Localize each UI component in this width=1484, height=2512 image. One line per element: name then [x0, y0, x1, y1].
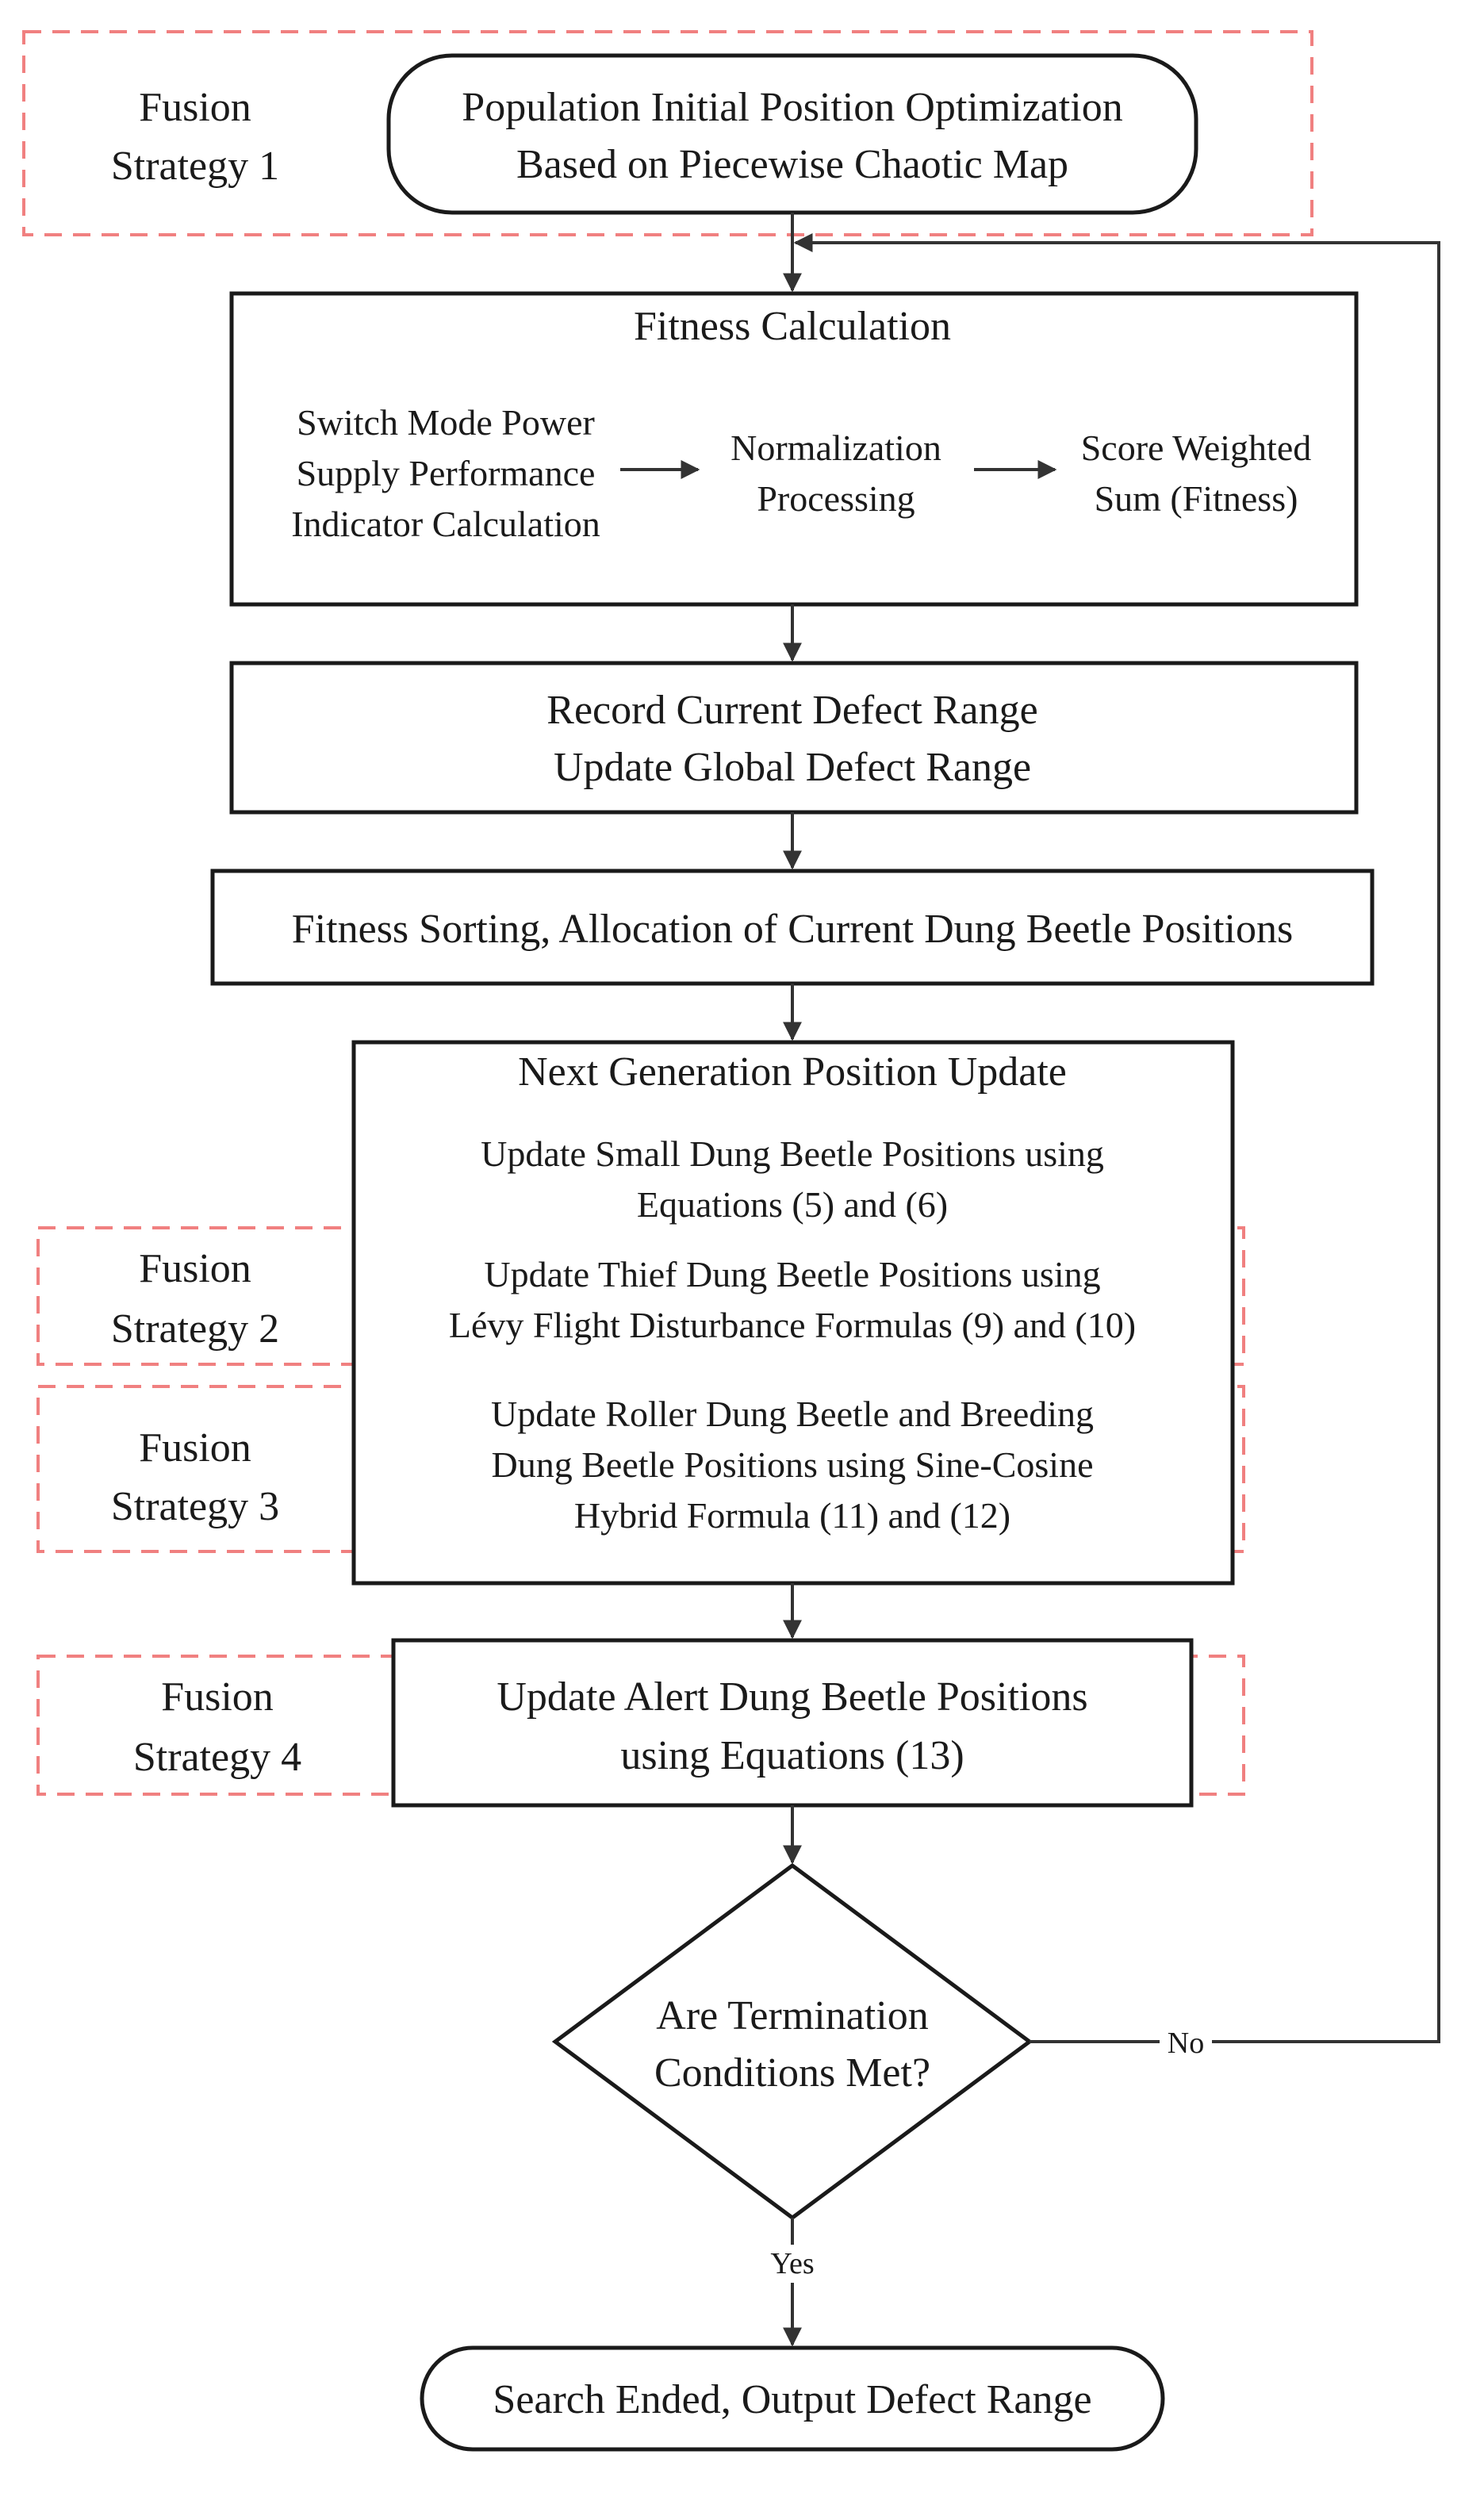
svg-text:Fitness Sorting, Allocation of: Fitness Sorting, Allocation of Current D…: [292, 907, 1293, 952]
next-generation-title: Next Generation Position Update: [518, 1049, 1067, 1095]
fusion-strategy-1-label: Fusion Strategy 1: [111, 85, 279, 189]
svg-text:Update Small Dung Beetle Posit: Update Small Dung Beetle Positions using: [481, 1133, 1104, 1174]
svg-text:Sum (Fitness): Sum (Fitness): [1095, 478, 1298, 519]
svg-text:Strategy 2: Strategy 2: [111, 1306, 279, 1352]
svg-text:Score Weighted: Score Weighted: [1081, 428, 1312, 468]
svg-text:Update Roller Dung Beetle and: Update Roller Dung Beetle and Breeding: [491, 1394, 1094, 1434]
svg-text:Processing: Processing: [757, 478, 915, 519]
end-node: Search Ended, Output Defect Range: [420, 2345, 1165, 2452]
svg-text:Population Initial Position Op: Population Initial Position Optimization: [462, 85, 1122, 130]
svg-text:Fusion: Fusion: [139, 1425, 251, 1471]
svg-text:Lévy Flight Disturbance Formul: Lévy Flight Disturbance Formulas (9) and…: [449, 1305, 1136, 1345]
svg-text:Are Termination: Are Termination: [656, 1993, 928, 2038]
fusion-strategy-4-label: Fusion Strategy 4: [133, 1674, 301, 1780]
svg-text:Strategy 1: Strategy 1: [111, 144, 279, 189]
svg-text:Update Alert Dung Beetle Posit: Update Alert Dung Beetle Positions: [497, 1674, 1087, 1720]
svg-text:Based on Piecewise Chaotic Map: Based on Piecewise Chaotic Map: [516, 142, 1068, 187]
svg-text:Equations (5) and (6): Equations (5) and (6): [637, 1184, 948, 1225]
svg-text:using Equations (13): using Equations (13): [620, 1733, 964, 1778]
svg-text:Fusion: Fusion: [139, 85, 251, 130]
fitness-calculation-title: Fitness Calculation: [634, 304, 951, 349]
svg-text:Hybrid Formula (11) and (12): Hybrid Formula (11) and (12): [574, 1495, 1010, 1536]
svg-text:Switch Mode Power: Switch Mode Power: [297, 402, 595, 443]
fusion-strategy-2-label: Fusion Strategy 2: [111, 1246, 279, 1352]
svg-text:Update Thief Dung Beetle Posit: Update Thief Dung Beetle Positions using: [484, 1254, 1100, 1294]
svg-text:Normalization: Normalization: [730, 428, 941, 468]
svg-text:Fusion: Fusion: [161, 1674, 274, 1720]
edge-label-yes: Yes: [770, 2247, 814, 2280]
start-node: Population Initial Position Optimization…: [386, 53, 1198, 215]
fusion-strategy-1-frame: [22, 30, 1313, 236]
svg-text:Update Global Defect Range: Update Global Defect Range: [554, 745, 1031, 790]
svg-text:Supply Performance: Supply Performance: [297, 453, 596, 493]
fitness-calculation-box: Fitness Calculation Switch Mode Power Su…: [229, 291, 1359, 607]
svg-text:Strategy 3: Strategy 3: [111, 1484, 279, 1529]
yes-label-background: [761, 2245, 823, 2283]
svg-text:Record Current Defect Range: Record Current Defect Range: [546, 688, 1037, 733]
next-generation-update-box: Next Generation Position Update Update S…: [351, 1040, 1235, 1586]
svg-text:Strategy 4: Strategy 4: [133, 1735, 301, 1780]
arrow-decision-no-loop: [793, 233, 1440, 2043]
record-defect-range-box: Record Current Defect Range Update Globa…: [229, 661, 1359, 815]
svg-text:Search Ended, Output Defect Ra: Search Ended, Output Defect Range: [493, 2377, 1091, 2422]
svg-text:Indicator Calculation: Indicator Calculation: [291, 504, 600, 544]
svg-text:Dung Beetle Positions using Si: Dung Beetle Positions using Sine-Cosine: [492, 1444, 1094, 1485]
no-label-background: [1160, 2024, 1212, 2059]
svg-text:Conditions Met?: Conditions Met?: [654, 2050, 930, 2096]
alert-update-box: Update Alert Dung Beetle Positions using…: [391, 1638, 1194, 1808]
termination-decision: Are Termination Conditions Met?: [551, 1862, 1033, 2221]
fusion-strategy-3-label: Fusion Strategy 3: [111, 1425, 279, 1529]
fitness-sorting-box: Fitness Sorting, Allocation of Current D…: [210, 869, 1375, 986]
edge-label-no: No: [1168, 2027, 1204, 2060]
svg-text:Fusion: Fusion: [139, 1246, 251, 1291]
